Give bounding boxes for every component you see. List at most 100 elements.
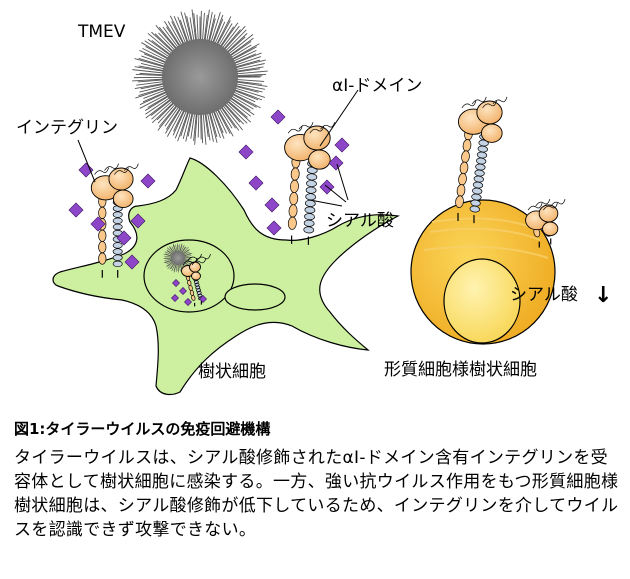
virus-spike bbox=[169, 246, 175, 254]
virus-spike bbox=[169, 15, 187, 49]
virus-spike bbox=[194, 109, 198, 145]
plasmacytoid-cell-label: 形質細胞様樹状細胞 bbox=[384, 360, 537, 380]
integrin-beta-bead bbox=[472, 181, 484, 189]
integrin-beta-bead bbox=[305, 193, 317, 201]
virus-spike bbox=[204, 9, 210, 46]
virus-spike bbox=[231, 59, 266, 70]
integrin-alpha-bead bbox=[98, 252, 107, 265]
glycan-chain bbox=[320, 122, 335, 130]
virus-spike bbox=[214, 16, 232, 49]
virus-spike bbox=[157, 102, 181, 131]
glycan-chain bbox=[471, 96, 487, 105]
integrin-beta-bead bbox=[112, 217, 123, 224]
virus-spike bbox=[181, 246, 187, 254]
glycan-chain bbox=[535, 199, 551, 207]
glycan-chain bbox=[287, 126, 303, 134]
virus-spike bbox=[228, 91, 261, 109]
integrin-alpha-bead bbox=[287, 216, 297, 230]
sialic-acid-icon bbox=[264, 197, 280, 213]
caption-body: タイラーウイルスは、シアル酸修飾されたαI-ドメイン含有インテグリンを受容体とし… bbox=[14, 448, 619, 540]
integrin-alpha-bead bbox=[290, 167, 300, 181]
virus-core bbox=[171, 251, 185, 265]
integrin-alpha-bead bbox=[98, 229, 107, 242]
sialic-acid-icon bbox=[78, 162, 94, 178]
glycan-chain bbox=[482, 100, 497, 109]
glycan-chain bbox=[114, 167, 129, 175]
virus-spike bbox=[169, 262, 175, 270]
virus-spike bbox=[231, 81, 268, 87]
virus-spike bbox=[177, 107, 190, 142]
virus-spike bbox=[221, 25, 246, 54]
sialic-acid-icon bbox=[199, 295, 207, 303]
virus-spike bbox=[166, 250, 174, 255]
integrin-beta-bead bbox=[112, 223, 123, 231]
plasmacytoid-nucleus bbox=[443, 258, 521, 344]
integrin-beta-bead bbox=[112, 211, 123, 218]
virus-spike bbox=[155, 25, 180, 53]
immune-evasion-diagram: TMEV インテグリン αI-ドメイン シアル酸 シアル酸 ↓ 樹状細胞 形質細… bbox=[16, 9, 612, 396]
virus-spike bbox=[191, 9, 197, 45]
sialic-acid-icon bbox=[171, 294, 179, 302]
sialic-acid-icon bbox=[184, 298, 192, 306]
virus-spike bbox=[166, 260, 173, 265]
virus-spike bbox=[164, 251, 173, 256]
virus-spike bbox=[178, 244, 181, 253]
virus-spike bbox=[171, 246, 176, 253]
integrin-head-lobe bbox=[191, 271, 201, 281]
virus-spike bbox=[167, 261, 174, 267]
sialic-acid-icon bbox=[179, 287, 187, 295]
virus-spike bbox=[166, 249, 174, 255]
virus-spike bbox=[180, 244, 185, 253]
integrin-head-lobe bbox=[112, 189, 134, 209]
virus-spike bbox=[202, 109, 207, 145]
virus-spike bbox=[207, 108, 218, 143]
virus-spike bbox=[166, 247, 174, 255]
integrin-beta-bead bbox=[306, 173, 318, 181]
sialic-pointer-3 bbox=[309, 199, 343, 207]
integrin-beta-bead bbox=[474, 169, 485, 177]
virus-spike bbox=[173, 263, 177, 273]
virus-spike bbox=[224, 34, 254, 58]
virus-spike bbox=[165, 253, 173, 257]
glycan-chain bbox=[124, 163, 139, 171]
virus-spike bbox=[219, 101, 243, 131]
virus-spike bbox=[181, 246, 186, 254]
integrin-alpha-bead bbox=[456, 184, 466, 197]
integrin-alpha-bead bbox=[191, 295, 196, 301]
glycan-chain bbox=[196, 253, 211, 262]
integrin-beta-bead bbox=[304, 213, 315, 221]
integrin-beta-bead bbox=[303, 219, 315, 227]
integrin-beta-bead bbox=[475, 163, 486, 171]
virus-spike bbox=[178, 263, 181, 272]
glycan-chain bbox=[309, 126, 325, 134]
virus-spike bbox=[164, 258, 173, 261]
integrin-head-lobe bbox=[308, 149, 331, 170]
virus-spike bbox=[179, 245, 183, 253]
virus-spike bbox=[181, 246, 189, 254]
virus-spike bbox=[166, 105, 185, 137]
integrin-alpha-bead bbox=[288, 204, 298, 218]
virus-spike bbox=[132, 78, 168, 82]
integrin-beta-bead bbox=[473, 175, 484, 183]
virus-spike bbox=[134, 58, 170, 69]
glycan-chain bbox=[104, 163, 119, 171]
virus-spike bbox=[183, 255, 192, 258]
integrin-alpha-i-domain bbox=[189, 261, 201, 273]
integrin-alpha-bead bbox=[462, 139, 472, 152]
virus-spike bbox=[135, 86, 170, 99]
sialic-acid-icon bbox=[130, 213, 146, 229]
integrin-alpha-i-domain bbox=[108, 167, 134, 191]
virus-spike bbox=[182, 261, 190, 266]
domain-label: αI-ドメイン bbox=[332, 76, 422, 96]
integrin-beta-bead bbox=[305, 186, 317, 194]
tmev-virus-icon bbox=[132, 9, 268, 145]
glycan-chain bbox=[461, 100, 477, 109]
virus-spike bbox=[209, 12, 221, 47]
sialic-acid-icon bbox=[328, 155, 344, 171]
integrin-left bbox=[90, 163, 139, 278]
sialic-acid-icon bbox=[266, 220, 282, 236]
virus-spike bbox=[170, 262, 175, 270]
virus-spike bbox=[141, 42, 173, 62]
integrin-label: インテグリン bbox=[16, 118, 118, 138]
